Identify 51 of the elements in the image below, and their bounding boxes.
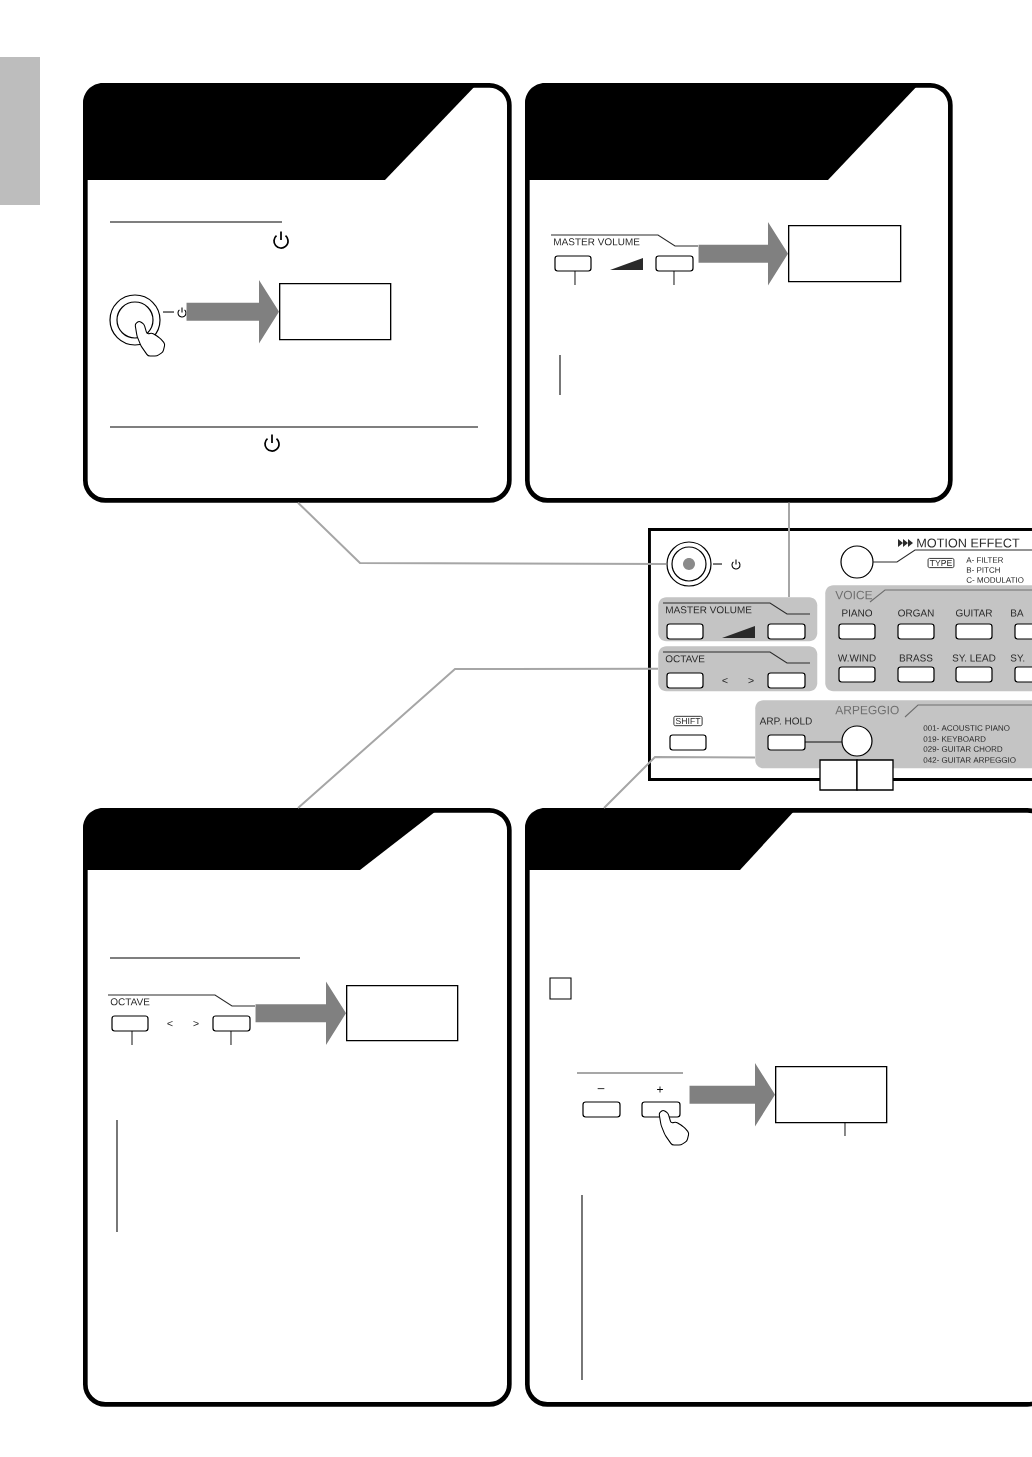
arrow-sign: < [722, 677, 728, 684]
display-screen [775, 1066, 888, 1124]
key-label: TYPE [927, 557, 955, 569]
section-label: ARPEGGIO [835, 705, 899, 715]
control-group [658, 597, 818, 642]
section-label: OCTAVE [665, 655, 705, 663]
section-label: MOTION EFFECT [917, 538, 1020, 548]
control-group [755, 700, 1032, 769]
section-label: MASTER VOLUME [554, 238, 640, 246]
arrow-sign: > [748, 677, 754, 684]
instruction-card [525, 808, 1032, 1407]
instruction-card [525, 83, 953, 503]
list-text: B- PITCH [966, 567, 1000, 573]
power-button-drawing [109, 294, 187, 357]
connector-line [297, 501, 668, 565]
instruction-card [83, 808, 512, 1407]
list-text: 029- GUITAR CHORD [923, 746, 1003, 752]
button-label: SY. [1010, 654, 1025, 662]
display-screen [279, 283, 392, 341]
button-label: PIANO [842, 609, 873, 617]
control-drawing [107, 994, 256, 1046]
button-label: SY. LEAD [952, 654, 996, 662]
control-group [825, 585, 1032, 692]
display-screen [346, 985, 459, 1042]
list-text: 001- ACOUSTIC PIANO [923, 725, 1010, 731]
button-label: GUITAR [956, 609, 993, 617]
section-label: OCTAVE [110, 998, 150, 1006]
control-drawing [576, 1072, 690, 1146]
arrow-sign: > [193, 1020, 199, 1027]
list-text: 042- GUITAR ARPEGGIO [923, 757, 1016, 763]
control-drawing [550, 234, 699, 286]
list-text: 019- KEYBOARD [923, 736, 986, 742]
button-label: + [657, 1086, 663, 1093]
instruction-card [83, 83, 512, 503]
connector-line [788, 501, 790, 598]
button-label: ARP. HOLD [759, 717, 812, 725]
connector-line [603, 756, 756, 809]
display-screen [788, 225, 902, 283]
button-label: W.WIND [837, 654, 876, 662]
button-label: ORGAN [898, 609, 934, 617]
section-label: VOICE [835, 590, 873, 600]
control-group [658, 646, 818, 692]
button-label: BRASS [899, 654, 933, 662]
arrow-sign: < [167, 1020, 173, 1027]
button-label: BA [1011, 609, 1024, 617]
connector-line [297, 667, 659, 809]
key-label: SHIFT [673, 715, 703, 727]
button-label: – [597, 1088, 605, 1090]
section-label: MASTER VOLUME [666, 606, 752, 614]
list-text: A- FILTER [966, 557, 1004, 563]
power-button [666, 541, 712, 587]
